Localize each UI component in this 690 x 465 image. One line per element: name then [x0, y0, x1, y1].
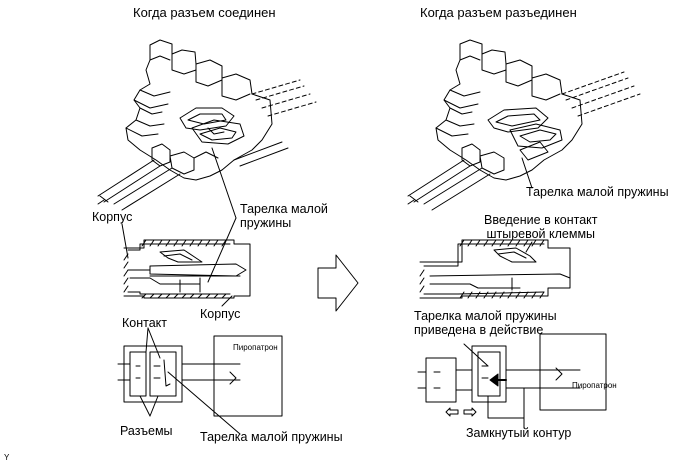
- transition-arrow-icon: [317, 254, 359, 312]
- label-pin-insertion: Введение в контакт штыревой клеммы: [484, 213, 598, 241]
- right-arrow-icon: [463, 407, 477, 417]
- label-spring-plate-activated: Тарелка малой пружины приведена в действ…: [414, 309, 557, 337]
- label-housing-top: Корпус: [92, 210, 133, 224]
- label-closed-circuit: Замкнутый контур: [466, 426, 572, 440]
- label-squib-left: Пиропатрон: [233, 343, 278, 352]
- label-small-spring-plate-right: Тарелка малой пружины: [526, 185, 669, 199]
- label-small-spring-plate-bottom: Тарелка малой пружины: [200, 430, 343, 444]
- footer-mark: Y: [4, 453, 10, 462]
- right-connector-3d-drawing: [407, 39, 641, 211]
- label-squib-right: Пиропатрон: [572, 381, 617, 390]
- label-contact: Контакт: [122, 316, 168, 330]
- left-arrow-icon: [445, 407, 459, 417]
- right-schematic: [417, 333, 607, 419]
- left-connector-3d-drawing: [97, 39, 317, 211]
- label-small-spring-plate-left: Тарелка малой пружины: [240, 202, 328, 230]
- left-schematic: [117, 335, 283, 417]
- right-cross-section: [419, 239, 571, 299]
- left-cross-section: [123, 239, 251, 299]
- label-connectors: Разъемы: [120, 424, 173, 438]
- leader-lines: [121, 147, 533, 435]
- title-connected: Когда разъем соединен: [133, 5, 276, 20]
- title-disconnected: Когда разъем разъединен: [420, 5, 577, 20]
- label-housing-bottom: Корпус: [200, 307, 241, 321]
